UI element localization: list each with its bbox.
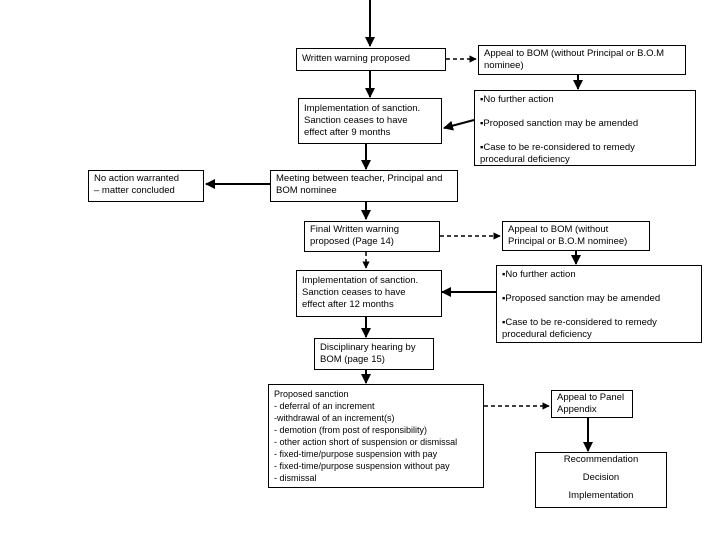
box-text-line: Implementation: [568, 490, 634, 501]
box-text-line: Appendix: [557, 404, 597, 415]
implementation-box-1: Implementation of sanction.Sanction ceas…: [298, 98, 442, 144]
box-text-line: procedural deficiency: [480, 154, 570, 165]
box-text-line: Principal or B.O.M nominee): [508, 236, 628, 247]
box-text-line: effect after 9 months: [304, 127, 391, 138]
box-text-line: - other action short of suspension or di…: [274, 437, 458, 447]
box-text-line: - dismissal: [274, 473, 317, 483]
box-text-line: [480, 130, 690, 142]
box-text-line: ▪Proposed sanction may be amended: [480, 118, 639, 129]
box-text-line: BOM nominee: [276, 185, 337, 196]
box-text-line: Implementation of sanction.: [302, 275, 419, 286]
box-text-line: Appeal to BOM (without: [508, 224, 609, 235]
box-text-line: ▪Case to be re-considered to remedy: [502, 317, 657, 328]
box-text-line: Written warning proposed: [302, 53, 411, 64]
box-text-line: Sanction ceases to have: [302, 287, 406, 298]
outcomes-box-1: ▪No further action ▪Proposed sanction ma…: [474, 90, 696, 166]
box-text-line: Final Written warning: [310, 224, 400, 235]
box-text-line: [480, 106, 690, 118]
box-text-line: effect after 12 months: [302, 299, 394, 310]
box-text-line: nominee): [484, 60, 524, 71]
box-text-line: - fixed-time/purpose suspension with pay: [274, 449, 438, 459]
box-text-line: - demotion (from post of responsibility): [274, 425, 428, 435]
box-text-line: BOM (page 15): [320, 354, 385, 365]
box-text-line: [502, 305, 696, 317]
box-text-line: - fixed-time/purpose suspension without …: [274, 461, 450, 471]
box-text-line: Proposed sanction: [274, 389, 349, 399]
box-text-line: -withdrawal of an increment(s): [274, 413, 395, 423]
implementation-box-2: Implementation of sanction.Sanction ceas…: [296, 270, 442, 317]
outcomes-box-2: ▪No further action ▪Proposed sanction ma…: [496, 265, 702, 343]
proposed-sanction-box: Proposed sanction - deferral of an increm…: [268, 384, 484, 488]
box-text-line: proposed (Page 14): [310, 236, 394, 247]
no-action-box: No action warranted– matter concluded: [88, 170, 204, 202]
final-steps-box: Recommendation Decision Implementation: [535, 452, 667, 508]
box-text-line: Appeal to BOM (without Principal or B.O.…: [484, 48, 665, 59]
box-text-line: Sanction ceases to have: [304, 115, 408, 126]
box-text-line: ▪No further action: [502, 269, 576, 280]
box-text-line: procedural deficiency: [502, 329, 592, 340]
box-text-line: [502, 281, 696, 293]
box-text-line: ▪Proposed sanction may be amended: [502, 293, 661, 304]
box-text-line: Decision: [582, 472, 620, 483]
box-text-line: Meeting between teacher, Principal and: [276, 173, 443, 184]
box-text-line: No action warranted: [94, 173, 180, 184]
arrow-outcomes1-to-implementation: [443, 119, 475, 131]
box-text-line: Disciplinary hearing by: [320, 342, 416, 353]
box-text-line: – matter concluded: [94, 185, 175, 196]
box-text-line: Appeal to Panel: [557, 392, 625, 403]
box-text-line: Implementation of sanction.: [304, 103, 421, 114]
written-warning-box: Written warning proposed: [296, 48, 446, 71]
box-text-line: ▪No further action: [480, 94, 554, 105]
box-text-line: Recommendation: [563, 454, 639, 465]
box-text-line: ▪Case to be re-considered to remedy: [480, 142, 635, 153]
appeal-bom-box-1: Appeal to BOM (without Principal or B.O.…: [478, 45, 686, 75]
box-text-line: - deferral of an increment: [274, 401, 375, 411]
